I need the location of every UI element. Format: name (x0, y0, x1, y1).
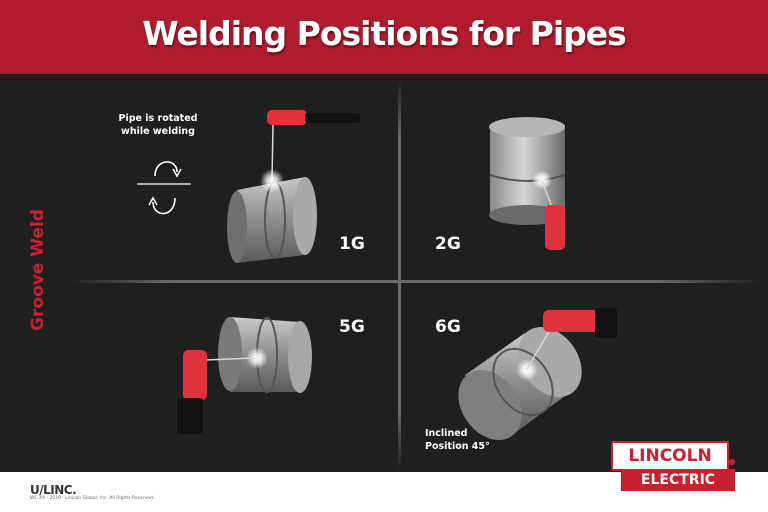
position-label-2g: 2G (435, 234, 461, 254)
brand-dot (729, 459, 735, 465)
pipe-6g-illustration (458, 308, 617, 440)
rotation-diagram (137, 161, 191, 215)
position-label-6g: 6G (435, 317, 461, 337)
page-title: Welding Positions for Pipes (142, 14, 627, 53)
weld-spark-icon (260, 169, 284, 193)
position-label-1g: 1G (339, 234, 365, 254)
inclined-note-line1: Inclined (425, 428, 468, 439)
ulinc-logo: U/LINC. (30, 483, 77, 497)
lincoln-electric-logo: LINCOLN ELECTRIC (611, 441, 739, 493)
pipe-2g-illustration (489, 117, 566, 250)
pipe-1g-illustration (227, 110, 360, 263)
groove-weld-label: Groove Weld (28, 209, 48, 331)
brand-top-text: LINCOLN (611, 441, 729, 471)
vertical-divider (398, 80, 401, 470)
copyright-text: WC-XX · 2019 · Lincoln Global, Inc. All … (30, 496, 155, 501)
header-banner (0, 0, 768, 74)
brand-bottom-text: ELECTRIC (621, 469, 735, 491)
rotation-arrow-cw-icon (154, 161, 178, 177)
inclined-note: Inclined Position 45° (425, 427, 505, 453)
rotation-note: Pipe is rotated while welding (118, 112, 198, 138)
rotation-note-line1: Pipe is rotated (118, 113, 198, 124)
rotation-arrow-ccw-icon (152, 197, 176, 215)
pipe-5g-illustration (177, 317, 312, 434)
position-label-5g: 5G (339, 317, 365, 337)
horizontal-divider (70, 280, 760, 283)
rotation-note-line2: while welding (121, 126, 195, 137)
inclined-note-line2: Position 45° (425, 441, 490, 452)
positions-board (0, 74, 768, 472)
